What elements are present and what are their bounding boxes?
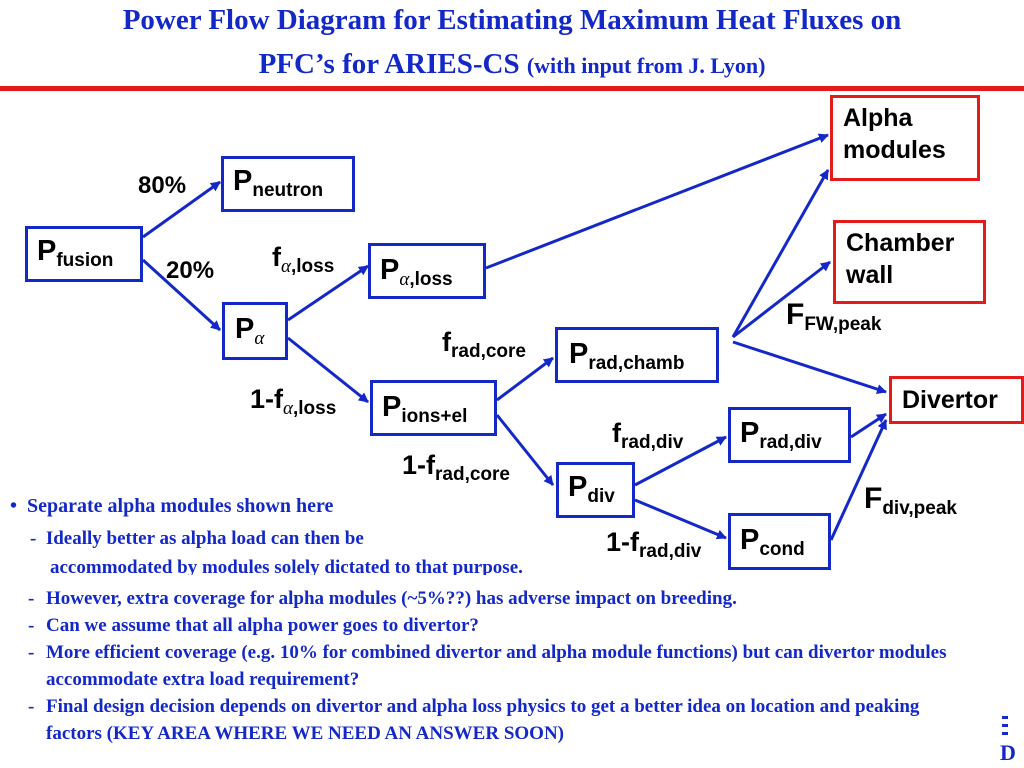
note-item: -More efficient coverage (e.g. 10% for c… <box>28 642 947 690</box>
label-20-percent: 20% <box>166 257 215 284</box>
arrow-ionsel-div <box>495 414 555 486</box>
arrow-div-cond <box>634 498 727 540</box>
label-f-rad-core: frad,core <box>442 327 526 362</box>
node-p-rad-div: Prad,div <box>728 407 851 463</box>
arrow-ionsel-radchamb <box>496 356 554 402</box>
node-p-rad-chamb: Prad,chamb <box>555 327 719 383</box>
notes-list: -However, extra coverage for alpha modul… <box>28 585 978 747</box>
arrow-div-raddiv <box>634 435 727 487</box>
arrow-radchamb-chamberwall <box>732 260 831 339</box>
label-f-div-peak: Fdiv,peak <box>864 482 957 519</box>
label-f-fw-peak: FFW,peak <box>786 298 882 335</box>
arrow-fusion-neutron <box>142 180 221 239</box>
node-p-cond: Pcond <box>728 513 831 570</box>
node-p-ions-el: Pions+el <box>370 380 497 436</box>
arrow-raddiv-divertor <box>850 412 887 439</box>
node-p-div: Pdiv <box>556 462 635 518</box>
target-divertor: Divertor <box>889 376 1024 424</box>
node-p-alpha: Pα <box>222 302 288 360</box>
sub-dash: - <box>30 528 37 549</box>
arrow-cond-divertor <box>829 419 888 541</box>
arrow-alpha-alphaloss <box>287 264 369 322</box>
note-subpoint: - Ideally better as alpha load can then … <box>30 528 364 550</box>
label-f-alpha-loss: fα,loss <box>272 242 335 277</box>
arrow-alpha-ionsel <box>287 336 369 404</box>
label-1-f-alpha-loss: 1-fα,loss <box>250 384 337 419</box>
title-main: PFC’s for ARIES-CS <box>258 48 520 80</box>
title-credit: (with input from J. Lyon) <box>526 53 766 78</box>
label-f-rad-div: frad,div <box>612 418 684 453</box>
arrow-fusion-alpha <box>141 258 222 332</box>
arrow-alphaloss-alphamodules <box>485 133 829 270</box>
arrow-radchamb-divertor <box>732 340 887 394</box>
label-1-f-rad-div: 1-frad,div <box>606 527 702 562</box>
note-item: -Final design decision depends on divert… <box>28 696 920 744</box>
bullet-glyph: • <box>10 495 18 517</box>
arrow-radchamb-alphamodules <box>731 169 830 338</box>
node-p-neutron: Pneutron <box>221 156 355 212</box>
note-bullet: • Separate alpha modules shown here <box>10 495 333 518</box>
slide-title-line2: PFC’s for ARIES-CS (with input from J. L… <box>0 48 1024 81</box>
note-item: -Can we assume that all alpha power goes… <box>28 615 479 636</box>
label-80-percent: 80% <box>138 172 187 199</box>
title-accent-bar <box>0 86 1024 91</box>
slide-title-line1: Power Flow Diagram for Estimating Maximu… <box>122 4 902 36</box>
sub-text-line1: Ideally better as alpha load can then be <box>45 528 364 549</box>
bullet-text: Separate alpha modules shown here <box>27 495 334 517</box>
node-p-fusion: Pfusion <box>25 226 143 282</box>
label-1-f-rad-core: 1-frad,core <box>402 450 510 485</box>
target-alpha-modules: Alpha modules <box>830 95 980 181</box>
corner-logo: D <box>998 712 1024 768</box>
target-chamber-wall: Chamber wall <box>833 220 986 304</box>
note-item: -However, extra coverage for alpha modul… <box>28 588 737 609</box>
node-p-alpha-loss: Pα,loss <box>368 243 486 299</box>
note-subpoint-cont: accommodated by modules solely dictated … <box>50 557 523 575</box>
